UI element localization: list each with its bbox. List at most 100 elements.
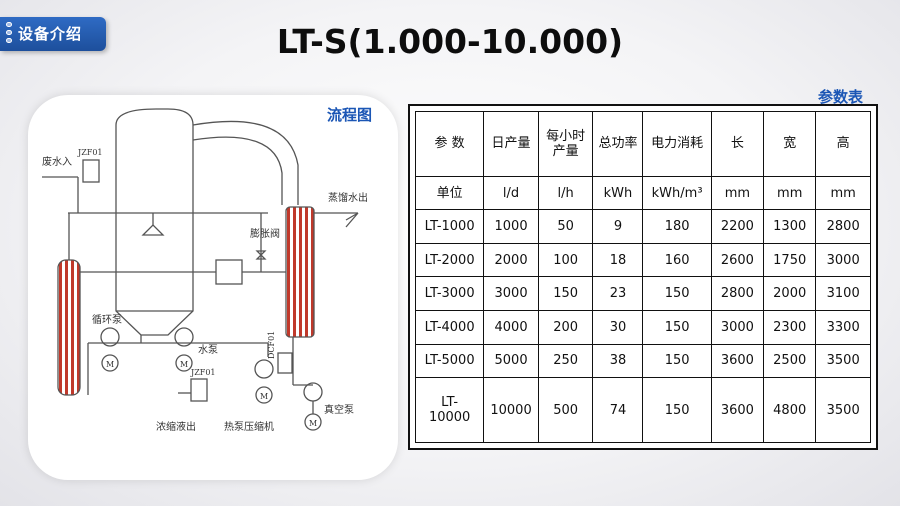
page-title: LT-S(1.000-10.000)	[276, 22, 624, 61]
table-cell: LT-2000	[414, 242, 485, 278]
table-cell: 9	[592, 209, 644, 244]
label-expansion-valve: 膨胀阀	[250, 227, 280, 240]
compressor-icon	[254, 359, 274, 379]
section-tag-label: 设备介绍	[18, 25, 83, 43]
table-cell: 2000	[763, 276, 817, 311]
table-cell: LT-1000	[414, 209, 485, 244]
table-cell: 单位	[414, 175, 485, 211]
table-cell: 3000	[815, 242, 871, 278]
table-cell: 4800	[763, 377, 817, 443]
diagram-label: 流程图	[327, 106, 373, 124]
label-vacuum-pump: 真空泵	[324, 403, 354, 416]
table-cell: 30	[592, 310, 644, 345]
label-water-pump: 水泵	[198, 344, 218, 356]
table-cell: 3600	[710, 343, 765, 379]
table-cell: 23	[592, 276, 644, 311]
table-cell: 日产量	[483, 111, 539, 177]
table-cell: 总功率	[592, 111, 644, 177]
table-cell: 每小时产量	[537, 111, 594, 177]
svg-text:M: M	[180, 360, 188, 369]
table-cell: mm	[763, 175, 817, 211]
table-cell: LT-5000	[414, 343, 485, 379]
table-cell: 电力消耗	[642, 111, 712, 177]
table-cell: l/h	[537, 175, 594, 211]
table-cell: 3300	[815, 310, 871, 345]
table-cell: 500	[537, 377, 594, 443]
label-compressor: 热泵压缩机	[224, 420, 274, 433]
table-cell: 2800	[710, 276, 765, 311]
table-cell: 180	[642, 209, 712, 244]
table-caption: 参数表	[818, 88, 864, 106]
section-tag: 设备介绍	[0, 17, 106, 51]
left-heat-exchanger	[57, 259, 81, 396]
table-cell: 74	[592, 377, 644, 443]
table-cell: 160	[642, 242, 712, 278]
table-cell: 4000	[483, 310, 539, 345]
table-cell: 150	[537, 276, 594, 311]
table-cell: 1750	[763, 242, 817, 278]
table-cell: 200	[537, 310, 594, 345]
table-cell: 3100	[815, 276, 871, 311]
table-cell: LT-10000	[414, 377, 485, 443]
water-pump-icon	[174, 327, 194, 347]
table-cell: 长	[710, 111, 765, 177]
svg-text:JZF01: JZF01	[77, 148, 103, 157]
fan-box	[215, 259, 243, 285]
circulation-pump-icon	[100, 327, 120, 347]
table-cell: 150	[642, 343, 712, 379]
binder-rings-icon	[6, 22, 12, 46]
table-cell: 5000	[483, 343, 539, 379]
label-circulation-pump: 循环泵	[92, 313, 122, 326]
svg-text:M: M	[106, 360, 114, 369]
label-concentrate-out: 浓缩液出	[156, 420, 196, 433]
flow-diagram-panel: 废水入 JZF01 蒸馏水出 膨胀阀 循环泵 水泵 DCF01 JZF01 浓缩…	[28, 95, 398, 480]
table-cell: 3500	[815, 343, 871, 379]
label-steam-out: 蒸馏水出	[328, 191, 368, 204]
table-cell: 高	[815, 111, 871, 177]
table-cell: 100	[537, 242, 594, 278]
table-header-row: 参 数日产量每小时产量总功率电力消耗长宽高	[414, 111, 871, 177]
table-cell: 150	[642, 276, 712, 311]
flow-diagram: 废水入 JZF01 蒸馏水出 膨胀阀 循环泵 水泵 DCF01 JZF01 浓缩…	[42, 108, 368, 433]
table-cell: 3500	[815, 377, 871, 443]
table-cell: 3600	[710, 377, 765, 443]
svg-text:DCF01: DCF01	[267, 331, 276, 359]
table-cell: kWh/m³	[642, 175, 712, 211]
table-cell: 2300	[763, 310, 817, 345]
right-condenser	[285, 206, 315, 338]
table-cell: 18	[592, 242, 644, 278]
table-cell: 2000	[483, 242, 539, 278]
table-cell: 10000	[483, 377, 539, 443]
table-cell: 3000	[710, 310, 765, 345]
vacuum-pump-icon	[303, 382, 323, 402]
table-cell: kWh	[592, 175, 644, 211]
table-cell: 参 数	[414, 111, 485, 177]
table-cell: LT-3000	[414, 276, 485, 311]
svg-text:M: M	[260, 392, 268, 401]
table-cell: 250	[537, 343, 594, 379]
evaporator-vessel	[115, 108, 194, 336]
table-cell: 3000	[483, 276, 539, 311]
table-cell: mm	[710, 175, 765, 211]
svg-text:JZF01: JZF01	[190, 368, 216, 377]
table-cell: 38	[592, 343, 644, 379]
table-cell: 宽	[763, 111, 817, 177]
table-cell: 150	[642, 310, 712, 345]
svg-text:M: M	[309, 419, 317, 428]
table-cell: 50	[537, 209, 594, 244]
table-cell: l/d	[483, 175, 539, 211]
table-cell: 2200	[710, 209, 765, 244]
table-cell: 1300	[763, 209, 817, 244]
table-cell: 2800	[815, 209, 871, 244]
table-cell: 150	[642, 377, 712, 443]
table-cell: mm	[815, 175, 871, 211]
label-waste-in: 废水入	[42, 155, 72, 168]
